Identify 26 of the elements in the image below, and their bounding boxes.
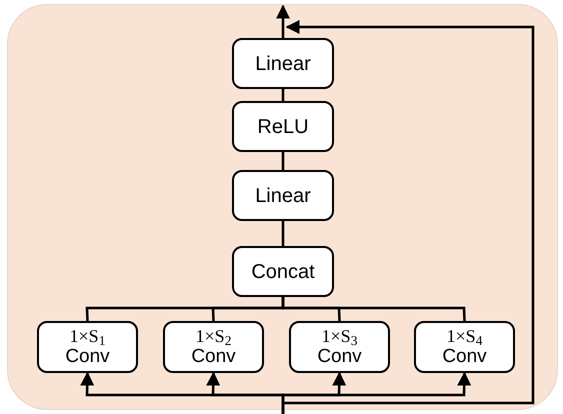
layer-label: Conv — [442, 346, 487, 368]
layer-label: Concat — [251, 260, 315, 284]
layer-box — [289, 321, 390, 373]
layer-label: Conv — [191, 346, 236, 368]
connector-line — [282, 89, 284, 101]
layer-label: Linear — [255, 184, 311, 208]
connector-line — [282, 221, 284, 246]
kernel-size-label: 1×S$_{4}$ — [446, 326, 482, 346]
layer-box — [163, 321, 264, 373]
layer-box — [232, 101, 334, 152]
layer-box — [414, 321, 515, 373]
arrow — [282, 20, 534, 414]
connector-line — [282, 152, 284, 170]
layer-label: Conv — [317, 346, 362, 368]
layer-label: Conv — [65, 346, 110, 368]
kernel-size-label: 1×S$_{1}$ — [70, 326, 106, 346]
layer-label: Linear — [255, 52, 311, 76]
layer-box — [232, 38, 334, 89]
layer-box — [232, 246, 334, 297]
kernel-size-label: 1×S$_{2}$ — [196, 326, 232, 346]
arrow — [276, 4, 290, 38]
layer-box — [232, 170, 334, 221]
connector-line — [282, 297, 466, 322]
kernel-size-label: 1×S$_{3}$ — [322, 326, 358, 346]
layer-box — [37, 321, 138, 373]
layer-label: ReLU — [257, 114, 309, 138]
